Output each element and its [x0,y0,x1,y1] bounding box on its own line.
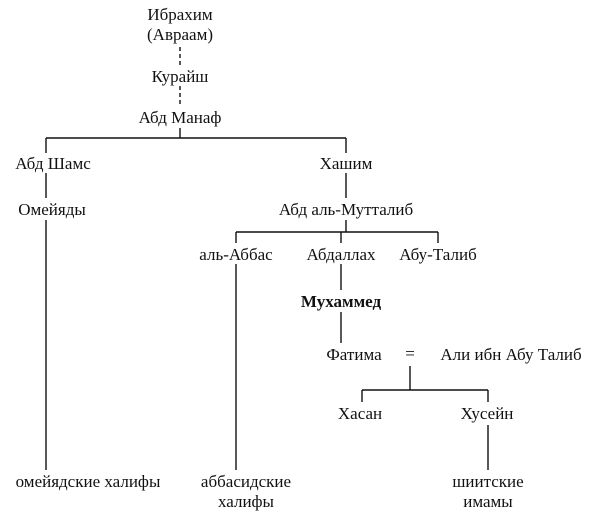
node-abd-manaf: Абд Манаф [138,108,222,127]
node-abbasid-caliphs: аббасидские халифы [201,472,291,512]
node-fatima: Фатима [326,345,382,364]
node-hashim: Хашим [319,154,373,173]
node-shia-imams-line2: имамы [463,492,513,511]
node-abbasid-caliphs-line1: аббасидские [200,472,292,491]
node-ibrahim-name: Ибрахим [147,5,213,24]
node-abd-al-muttalib: Абд аль-Мутталиб [278,200,414,219]
node-shia-imams-line1: шиитские [452,472,524,491]
node-ibrahim-alias: (Авраам) [147,25,213,44]
node-abu-talib: Абу-Талиб [399,245,477,264]
node-shia-imams: шиитские имамы [452,472,523,512]
node-umayyads: Омейяды [18,200,86,219]
node-abd-shams: Абд Шамс [15,154,91,173]
node-ibrahim: Ибрахим (Авраам) [147,5,213,45]
node-abdallah: Абдаллах [306,245,376,264]
node-hasan: Хасан [337,404,383,423]
node-quraysh: Курайш [151,67,209,86]
node-muhammad: Мухаммед [300,292,382,311]
node-abbasid-caliphs-line2: халифы [217,492,274,511]
node-ali: Али ибн Абу Талиб [440,345,582,364]
node-husayn: Хусейн [460,404,514,423]
node-al-abbas: аль-Аббас [199,245,273,264]
marriage-sign: = [405,344,415,363]
node-umayyad-caliphs: омейядские халифы [15,472,161,491]
